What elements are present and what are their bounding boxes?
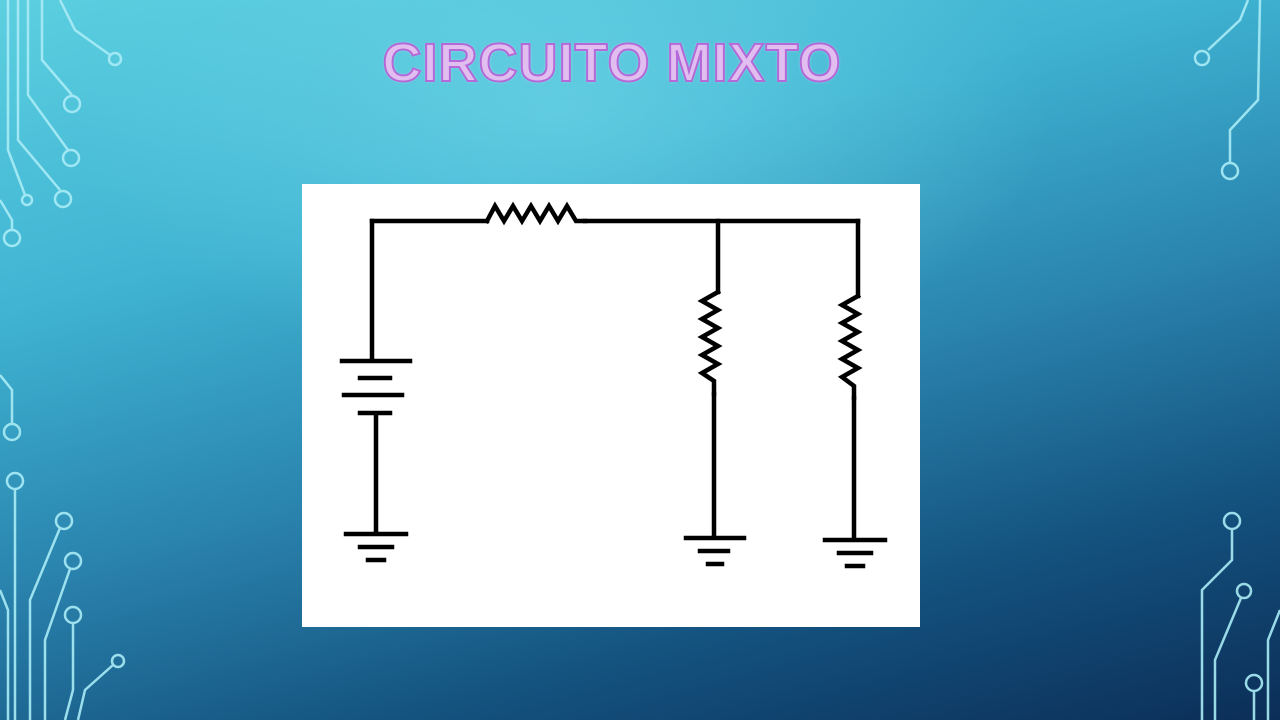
slide-title: CIRCUITO MIXTO <box>381 32 842 94</box>
circuit-schematic <box>339 201 888 569</box>
branch1-resistor <box>697 288 723 397</box>
circuit-diagram <box>302 184 920 627</box>
series-resistor <box>483 201 588 226</box>
branch2-resistor <box>837 292 863 401</box>
